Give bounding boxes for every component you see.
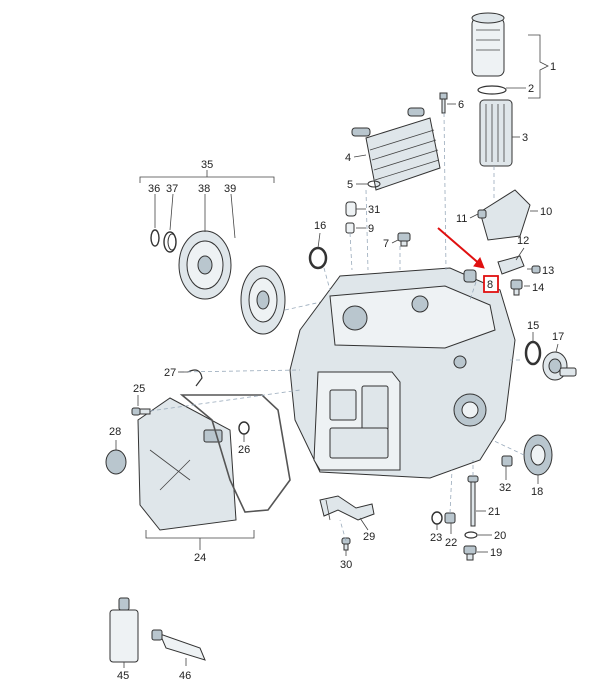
flange-17 <box>542 351 577 381</box>
sleeve-31 <box>345 201 357 217</box>
oil-bottle-45 <box>109 597 139 663</box>
highlight-box <box>483 275 499 293</box>
oil-filter-element <box>479 99 513 167</box>
label-32: 32 <box>499 482 511 494</box>
label-27: 27 <box>164 367 176 379</box>
label-4: 4 <box>345 152 351 164</box>
gasket-24 <box>179 394 291 513</box>
oil-filter-seal-ring <box>477 85 507 95</box>
label-9: 9 <box>368 223 374 235</box>
seal-26 <box>238 421 250 435</box>
label-3: 3 <box>522 132 528 144</box>
label-17: 17 <box>552 331 564 343</box>
label-19: 19 <box>490 547 502 559</box>
label-21: 21 <box>488 506 500 518</box>
label-12: 12 <box>517 235 529 247</box>
label-23: 23 <box>430 532 442 544</box>
label-45: 45 <box>117 670 129 682</box>
label-39: 39 <box>224 183 236 195</box>
label-25: 25 <box>133 383 145 395</box>
label-15: 15 <box>527 320 539 332</box>
label-46: 46 <box>179 670 191 682</box>
label-10: 10 <box>540 206 552 218</box>
oil-filter-housing <box>471 12 505 77</box>
label-13: 13 <box>542 265 554 277</box>
cap-28 <box>105 449 127 475</box>
sealant-tube-46 <box>151 629 206 661</box>
label-37: 37 <box>166 183 178 195</box>
sensor-part-8 <box>463 269 477 283</box>
label-7: 7 <box>383 238 389 250</box>
plug-32 <box>501 455 513 467</box>
label-31: 31 <box>368 204 380 216</box>
highlight-arrow <box>437 227 485 269</box>
label-16: 16 <box>314 220 326 232</box>
label-28: 28 <box>109 426 121 438</box>
label-30: 30 <box>340 559 352 571</box>
plug-22 <box>444 512 456 524</box>
bolt-13 <box>527 265 541 274</box>
circlip <box>150 229 160 247</box>
label-22: 22 <box>445 537 457 549</box>
label-6: 6 <box>458 99 464 111</box>
plug-19 <box>463 545 477 561</box>
dual-clutch <box>240 265 286 335</box>
sensor-29 <box>319 495 375 521</box>
plug-7 <box>397 232 411 247</box>
label-20: 20 <box>494 530 506 542</box>
label-5: 5 <box>347 179 353 191</box>
label-11: 11 <box>456 213 467 225</box>
label-24: 24 <box>194 552 206 564</box>
seal-20 <box>464 531 478 539</box>
spring-ring <box>163 231 177 253</box>
sleeve-9 <box>345 222 355 234</box>
label-14: 14 <box>532 282 544 294</box>
bracket-10 <box>479 189 531 241</box>
seal-16 <box>308 246 328 270</box>
clutch-plate <box>178 230 232 300</box>
clip-27 <box>187 369 203 387</box>
plug-14 <box>510 279 523 296</box>
seal-23 <box>431 511 443 525</box>
label-38: 38 <box>198 183 210 195</box>
transmission-oil-cooler <box>351 107 441 191</box>
label-35: 35 <box>201 159 213 171</box>
seal-15 <box>524 340 542 366</box>
bolt-25 <box>131 407 151 416</box>
label-8: 8 <box>487 279 493 291</box>
label-36: 36 <box>148 183 160 195</box>
label-18: 18 <box>531 486 543 498</box>
label-2: 2 <box>528 83 534 95</box>
oil-seal-18 <box>523 434 553 476</box>
label-1: 1 <box>550 61 556 73</box>
bracket-12 <box>497 255 525 275</box>
cooler-bolt <box>439 92 448 114</box>
bolt-11 <box>477 209 487 219</box>
label-29: 29 <box>363 531 375 543</box>
oil-pan-cover <box>137 397 237 531</box>
mechatronic-unit <box>313 371 401 471</box>
dipstick-21 <box>467 475 479 527</box>
label-26: 26 <box>238 444 250 456</box>
